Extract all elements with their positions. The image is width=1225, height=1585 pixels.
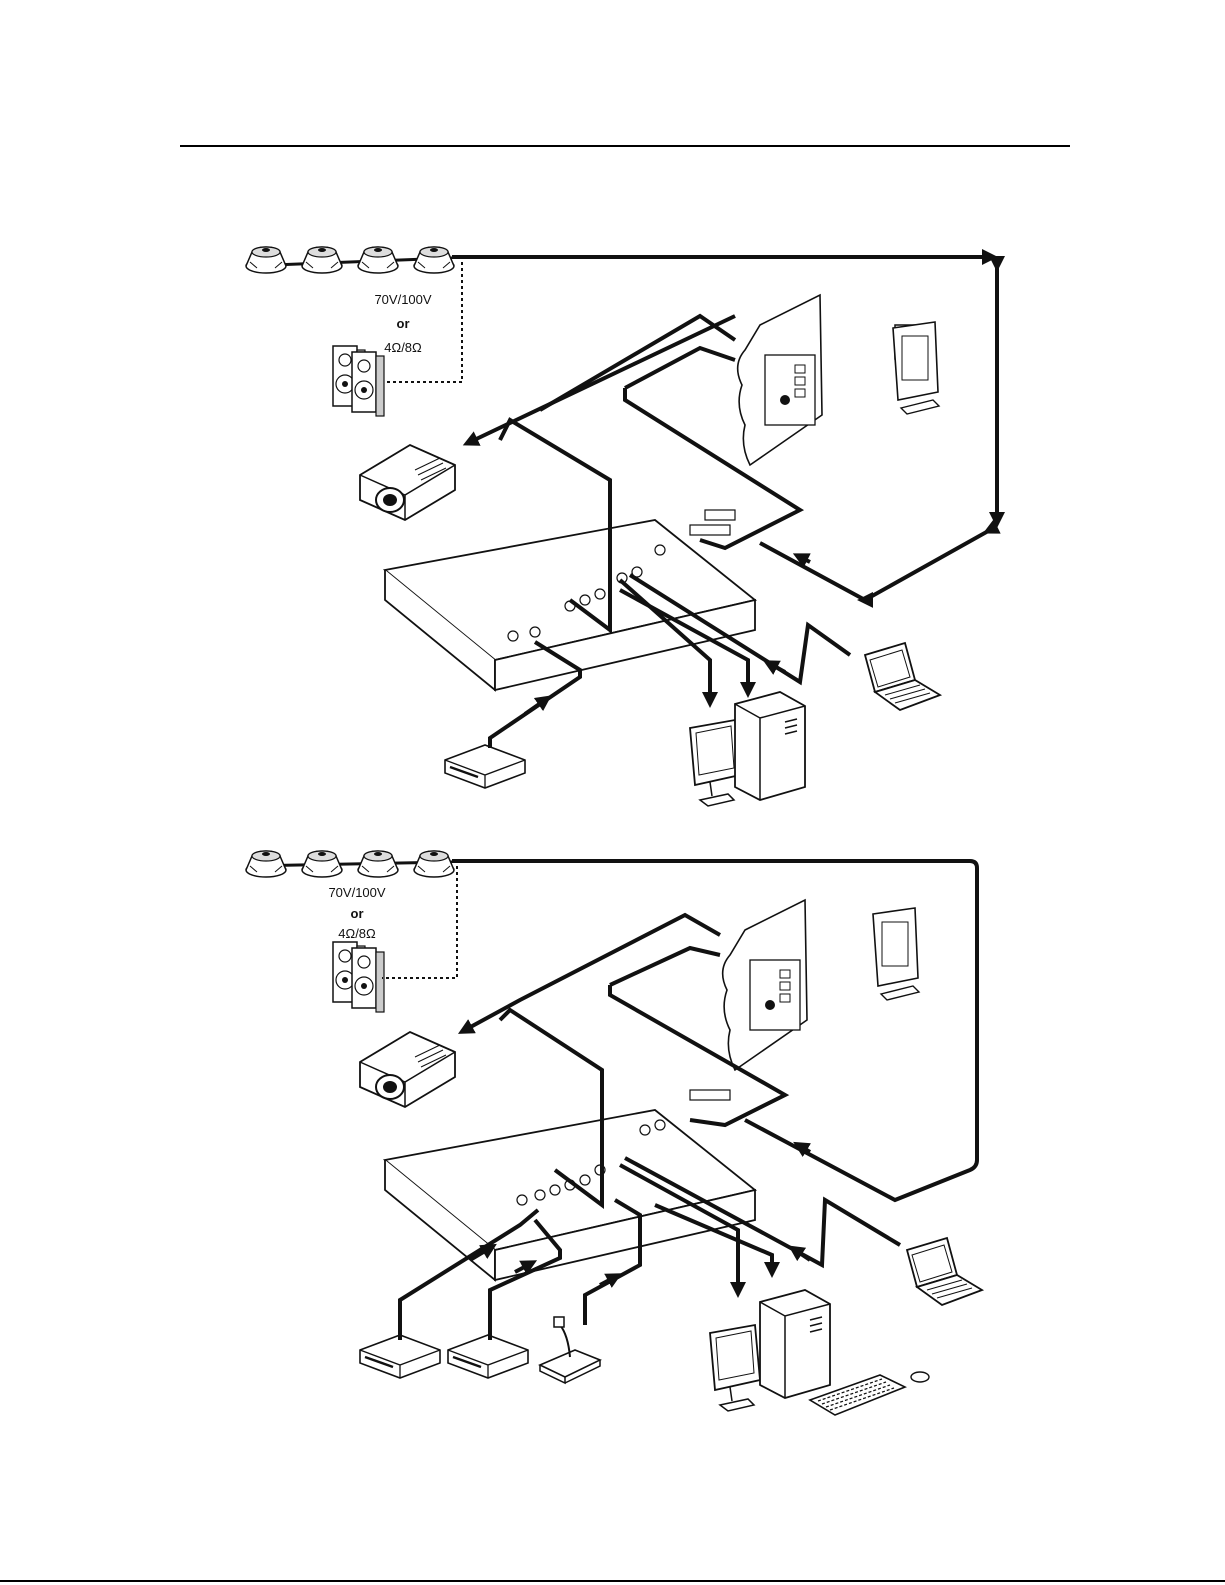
bottom-diagram xyxy=(246,851,982,1415)
laptop-icon xyxy=(907,1238,982,1305)
tower-speakers-top xyxy=(333,346,384,416)
computer-tower-icon xyxy=(760,1290,830,1398)
ceiling-speaker-icon xyxy=(414,247,454,273)
projector-icon xyxy=(360,445,455,520)
main-unit-icon xyxy=(385,1110,755,1280)
touch-panel-bottom xyxy=(873,908,919,1000)
microphone-icon xyxy=(540,1317,600,1383)
ceiling-speaker-icon xyxy=(302,851,342,877)
monitor-icon xyxy=(690,720,740,806)
tower-speakers-bottom xyxy=(333,942,384,1012)
wall-control-panel-icon xyxy=(723,900,807,1070)
ceiling-speaker-icon xyxy=(246,851,286,877)
dvd-player-icon xyxy=(445,745,525,788)
ceiling-speaker-icon xyxy=(414,851,454,877)
computer-tower-icon xyxy=(735,692,805,800)
wall-control-panel-icon xyxy=(738,295,822,465)
vcr-icon xyxy=(448,1335,528,1378)
monitor-icon xyxy=(710,1325,760,1411)
ceiling-speaker-icon xyxy=(302,247,342,273)
laptop-icon xyxy=(865,643,940,710)
dvd-player-icon xyxy=(360,1335,440,1378)
touch-panel-top xyxy=(893,322,939,414)
ceiling-speaker-icon xyxy=(358,247,398,273)
speaker-array-bottom xyxy=(246,851,454,877)
ceiling-speaker-icon xyxy=(358,851,398,877)
speaker-array-top xyxy=(246,247,454,273)
tower-speaker-icon xyxy=(352,948,384,1012)
projector-icon xyxy=(360,1032,455,1107)
ceiling-speaker-icon xyxy=(246,247,286,273)
top-diagram xyxy=(246,247,997,806)
tower-speaker-icon xyxy=(352,352,384,416)
alt-speaker-line xyxy=(385,262,462,382)
